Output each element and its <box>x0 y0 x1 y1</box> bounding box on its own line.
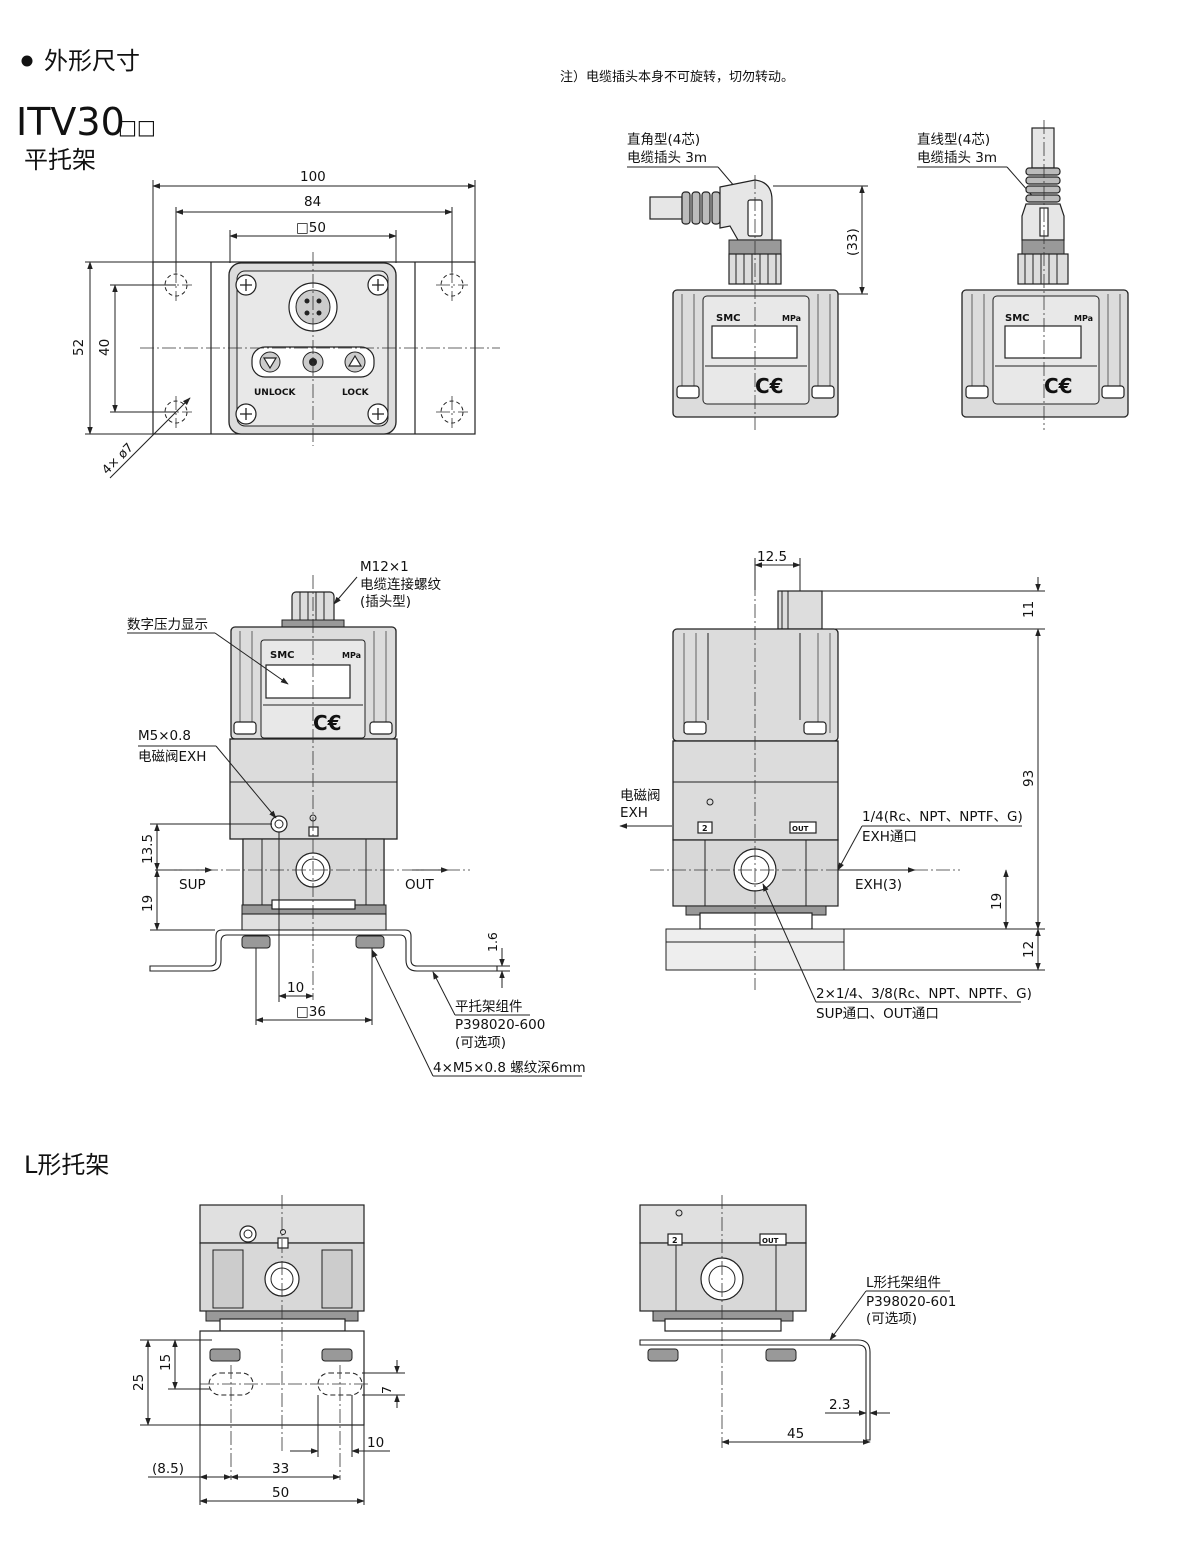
svg-text:SMC: SMC <box>716 313 741 324</box>
dim-100: 100 <box>300 169 326 185</box>
svg-text:OUT: OUT <box>792 825 809 833</box>
svg-text:SMC: SMC <box>270 650 295 661</box>
svg-text:C€: C€ <box>755 374 784 398</box>
m12-spec: M12×1 <box>360 559 409 575</box>
dim-7: 7 <box>379 1386 394 1394</box>
m12-desc: 电缆连接螺纹 <box>360 576 441 593</box>
dim-52: 52 <box>71 339 87 356</box>
section-title: 外形尺寸 <box>44 47 140 75</box>
dim-84: 84 <box>304 194 321 210</box>
l-kit-name: L形托架组件 <box>866 1275 941 1291</box>
straight-connector-view: 直线型(4芯) 电缆插头 3m SMC MPa C€ <box>917 120 1129 430</box>
rotation-note: 注）电缆插头本身不可旋转，切勿转动。 <box>560 69 794 85</box>
dim-10-l: 10 <box>367 1435 384 1451</box>
svg-text:C€: C€ <box>1044 374 1073 398</box>
l-kit-part: P398020-601 <box>866 1294 956 1310</box>
l-bracket-heading: L形托架 <box>24 1151 109 1179</box>
hole-callout: 4× ø7 <box>99 440 136 477</box>
exh-port-label: EXH通口 <box>862 829 917 845</box>
flat-bracket-part: P398020-600 <box>455 1017 545 1033</box>
bullet-icon <box>21 55 33 67</box>
up-button-icon <box>344 351 366 373</box>
sup-port-label: SUP通口、OUT通口 <box>816 1006 939 1022</box>
dim-12: 12 <box>1021 941 1037 958</box>
right-angle-cable: 电缆插头 3m <box>627 150 707 166</box>
svg-text:OUT: OUT <box>762 1237 779 1245</box>
right-angle-connector-view: 直角型(4芯) 电缆插头 3m SMC MPa C€ (33) <box>627 132 868 430</box>
dim-19-side: 19 <box>989 893 1005 910</box>
corner-screw-icons <box>235 274 389 425</box>
model-suffix: □□ <box>118 115 156 139</box>
screw-callout: 4×M5×0.8 螺纹深6mm <box>433 1060 586 1076</box>
l-bracket-front-view: 25 15 7 10 (8.5) 33 50 <box>131 1195 405 1505</box>
flat-bracket-kit: 平托架组件 <box>455 999 523 1015</box>
dim-8-5: (8.5) <box>152 1461 184 1477</box>
dim-33: (33) <box>845 228 861 256</box>
dim-2-3: 2.3 <box>829 1397 850 1413</box>
flat-bracket-option: (可选项) <box>455 1035 506 1051</box>
dim-1-6: 1.6 <box>485 932 500 952</box>
page-header: 外形尺寸 ITV30 □□ 平托架 注）电缆插头本身不可旋转，切勿转动。 <box>16 47 794 174</box>
svg-text:MPa: MPa <box>1074 314 1093 323</box>
flat-bracket-heading: 平托架 <box>24 146 96 174</box>
svg-text:MPa: MPa <box>782 314 801 323</box>
svg-text:MPa: MPa <box>342 651 361 660</box>
dim-10-front: 10 <box>287 980 304 996</box>
m12-type: (插头型) <box>360 594 411 610</box>
exh-port-size: 1/4(Rc、NPT、NPTF、G) <box>862 809 1023 825</box>
dim-12-5: 12.5 <box>757 549 787 565</box>
exh3-label: EXH(3) <box>855 877 902 893</box>
svg-text:2: 2 <box>672 1236 678 1245</box>
straight-cable: 电缆插头 3m <box>917 150 997 166</box>
dim-45: 45 <box>787 1426 804 1442</box>
dim-93: 93 <box>1021 770 1037 787</box>
dim-13-5: 13.5 <box>140 834 156 864</box>
solenoid-exh: EXH <box>620 805 648 821</box>
unlock-label: UNLOCK <box>254 388 297 398</box>
front-view: SMC MPa C€ SUP OUT M12×1 电缆连接螺纹 (插头型) 数字… <box>127 559 586 1077</box>
model-title: ITV30 <box>16 100 125 144</box>
dim-25: 25 <box>131 1374 147 1391</box>
sup-label: SUP <box>179 877 206 893</box>
straight-title: 直线型(4芯) <box>917 132 990 148</box>
svg-text:2: 2 <box>702 824 708 833</box>
m5-spec: M5×0.8 <box>138 728 191 744</box>
m5-desc: 电磁阀EXH <box>138 749 206 765</box>
top-view: UNLOCK LOCK 100 84 □50 52 40 4× ø7 <box>71 169 500 479</box>
down-button-icon <box>259 351 281 373</box>
side-view: 2 OUT 12.5 11 93 12 19 电磁阀 EXH 1/4(Rc、NP… <box>619 549 1045 1022</box>
dim-19-front: 19 <box>140 895 156 912</box>
dim-40: 40 <box>97 339 113 356</box>
solenoid-label: 电磁阀 <box>620 788 661 804</box>
svg-text:SMC: SMC <box>1005 313 1030 324</box>
out-label: OUT <box>405 877 435 893</box>
right-angle-title: 直角型(4芯) <box>627 132 700 148</box>
dim-50-l: 50 <box>272 1485 289 1501</box>
svg-text:C€: C€ <box>313 711 342 735</box>
dim-50: □50 <box>296 220 326 236</box>
dim-36: □36 <box>296 1004 326 1020</box>
display-label: 数字压力显示 <box>127 617 208 633</box>
dim-15: 15 <box>158 1354 174 1371</box>
l-bracket-side-view: 2 OUT L形托架组件 P398020-601 (可选项) 2.3 45 <box>639 1195 956 1448</box>
dim-33-l: 33 <box>272 1461 289 1477</box>
lock-label: LOCK <box>342 388 370 398</box>
sup-port-size: 2×1/4、3/8(Rc、NPT、NPTF、G) <box>816 986 1032 1002</box>
dim-11: 11 <box>1021 601 1037 618</box>
l-kit-option: (可选项) <box>866 1311 917 1327</box>
